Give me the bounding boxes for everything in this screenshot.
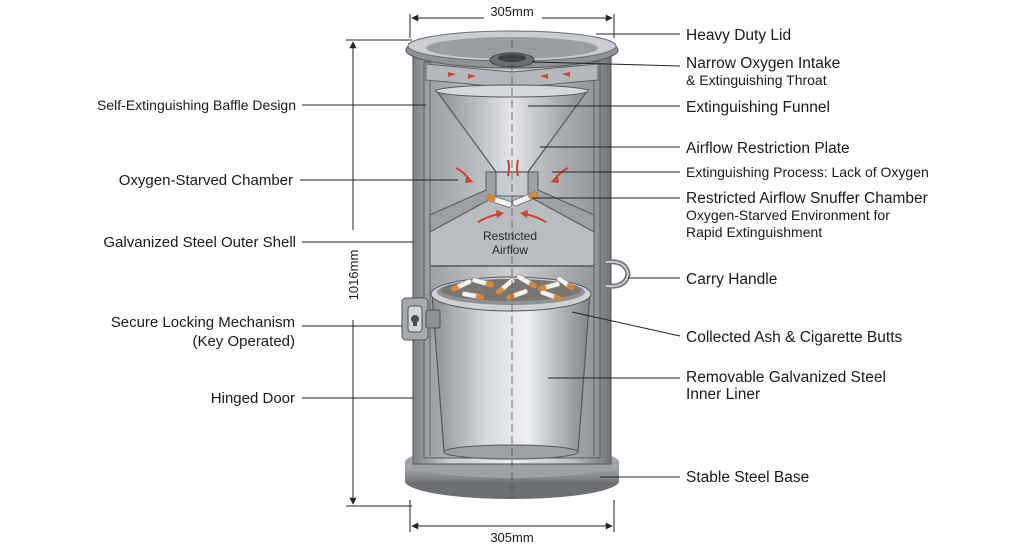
label-oxygen-intake-2: & Extinguishing Throat [686,72,827,88]
dimension-bottom: 305mm [409,500,615,545]
label-snuffer-1: Restricted Airflow Snuffer Chamber [686,190,928,207]
label-collected-ash: Collected Ash & Cigarette Butts [686,329,903,346]
left-callouts: Self-Extinguishing Baffle Design Oxygen-… [97,97,458,407]
restricted-airflow-label-2: Airflow [492,243,528,257]
label-inner-liner-2: Inner Liner [686,386,760,403]
right-callouts: Heavy Duty Lid Narrow Oxygen Intake & Ex… [528,27,929,486]
label-inner-liner-1: Removable Galvanized Steel [686,369,886,386]
top-width-label: 305mm [490,4,533,19]
label-locking-2: (Key Operated) [192,333,295,350]
label-snuffer-2: Oxygen-Starved Environment for [686,207,890,223]
label-outer-shell: Galvanized Steel Outer Shell [103,234,296,251]
label-oxygen-intake-1: Narrow Oxygen Intake [686,55,840,72]
cigarettes-in-throat [485,191,539,208]
label-hinged-door: Hinged Door [211,390,295,407]
label-oxygen-starved: Oxygen-Starved Chamber [119,172,293,189]
snuffer-chamber [429,171,595,267]
ash-and-butts [441,274,581,302]
inner-liner [430,276,592,460]
label-snuffer-3: Rapid Extinguishment [686,224,822,240]
label-heavy-duty-lid: Heavy Duty Lid [686,27,791,44]
baffle-airflow-arrows [448,72,570,79]
oxygen-arrow-heads [465,176,559,218]
label-extinguishing-funnel: Extinguishing Funnel [686,99,830,116]
height-label: 1016mm [346,250,361,301]
label-stable-base: Stable Steel Base [686,469,809,486]
locking-mechanism [401,297,441,341]
bottom-width-label: 305mm [490,530,533,545]
heavy-duty-lid [405,30,619,69]
label-airflow-restriction-plate: Airflow Restriction Plate [686,140,850,157]
restricted-airflow-label-1: Restricted [483,229,537,243]
label-locking-1: Secure Locking Mechanism [111,314,295,331]
label-extinguishing-process: Extinguishing Process: Lack of Oxygen [686,164,929,180]
dimension-height: 1016mm [346,39,412,507]
label-baffle-design: Self-Extinguishing Baffle Design [97,97,296,113]
label-carry-handle: Carry Handle [686,271,777,288]
